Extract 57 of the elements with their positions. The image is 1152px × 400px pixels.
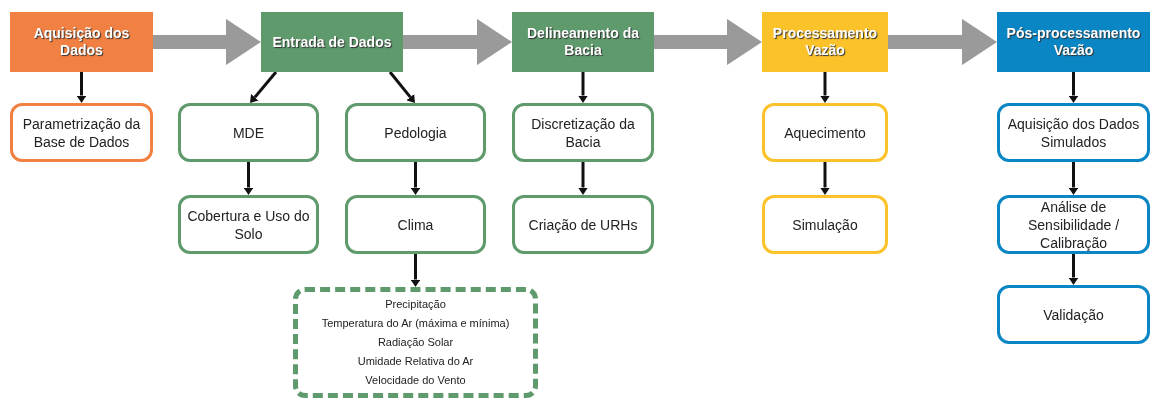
process-box (762, 103, 888, 162)
box-label: Cobertura e Uso do Solo (186, 206, 311, 243)
box-label: Parametrização da Base de Dados (21, 114, 142, 151)
process-box (178, 103, 319, 162)
process-box (178, 195, 319, 254)
process-box (997, 103, 1150, 162)
process-box (345, 103, 486, 162)
box-label: Criação de URHs (528, 215, 638, 234)
arrow (820, 162, 830, 195)
process-box (997, 195, 1150, 254)
block-arrow (654, 18, 762, 66)
arrow (1068, 72, 1079, 103)
box-label: Radiação Solar (377, 335, 454, 350)
arrow (410, 254, 421, 287)
header-label: Pós-processamento Vazão (1005, 25, 1142, 59)
arrow (76, 72, 87, 103)
box-label: Discretização da Bacia (530, 114, 636, 151)
box-label: Clima (397, 215, 434, 234)
box-label: Aquecimento (784, 123, 866, 142)
arrow (243, 162, 254, 195)
process-box (10, 103, 153, 162)
stage-header (512, 12, 654, 72)
process-box (762, 195, 888, 254)
process-box (512, 195, 654, 254)
box-label: MDE (232, 123, 265, 142)
stage-header (997, 12, 1150, 72)
arrow (250, 71, 278, 103)
process-box (345, 195, 486, 254)
stage-header (762, 12, 888, 72)
data-list-box (293, 287, 538, 398)
arrow (578, 72, 588, 103)
header-label: Delineamento da Bacia (526, 25, 640, 59)
box-label: Validação (1043, 305, 1104, 324)
stage-header (261, 12, 403, 72)
arrow (578, 162, 588, 195)
box-label: Temperatura do Ar (máxima e mínima) (321, 316, 510, 331)
box-label: Análise de Sensibilidade / Calibração (1026, 197, 1121, 252)
arrow (388, 71, 415, 103)
box-label: Simulação (792, 215, 858, 234)
box-label: Pedologia (384, 123, 447, 142)
header-label: Aquisição dos Dados (32, 25, 131, 59)
header-label: Processamento Vazão (771, 25, 879, 59)
arrow (1068, 254, 1079, 285)
box-label: Umidade Relativa do Ar (357, 354, 474, 369)
block-arrow (153, 18, 261, 66)
box-label: Velocidade do Vento (365, 373, 466, 388)
box-label: Precipitação (385, 297, 446, 312)
header-label: Entrada de Dados (272, 33, 392, 51)
arrow (410, 162, 421, 195)
arrow (820, 72, 830, 103)
process-box (997, 285, 1150, 344)
block-arrow (403, 18, 512, 66)
box-label: Aquisição dos Dados Simulados (1006, 114, 1141, 151)
stage-header (10, 12, 153, 72)
block-arrow (888, 18, 997, 66)
arrow (1068, 162, 1079, 195)
process-box (512, 103, 654, 162)
